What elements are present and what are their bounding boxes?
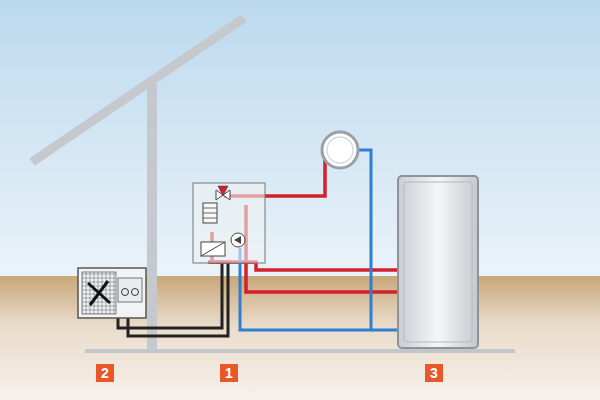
backup-heater [203, 203, 217, 223]
sky [0, 0, 600, 276]
storage-tank [398, 176, 478, 348]
callout-number: 1 [220, 364, 238, 382]
valve [122, 289, 129, 296]
heat-emitter [322, 132, 358, 168]
heat-emitter-ring [327, 137, 353, 163]
valve [132, 289, 139, 296]
circulation-pump [231, 233, 245, 247]
callout-number: 3 [425, 364, 443, 382]
collector-pole [147, 84, 157, 350]
heat-exchanger [201, 242, 225, 256]
compressor [118, 278, 142, 302]
callout-number: 2 [96, 364, 114, 382]
solar-collector [32, 18, 244, 162]
tank-inner [404, 182, 472, 342]
fan-grill [82, 272, 116, 314]
heat-exchanger-plate [201, 242, 225, 256]
hydraulic-module [193, 183, 265, 263]
outdoor-unit [78, 268, 146, 318]
pump-symbol [234, 236, 241, 244]
heater-coil [203, 208, 217, 218]
valve-actuator [218, 186, 228, 196]
fan [88, 281, 110, 305]
